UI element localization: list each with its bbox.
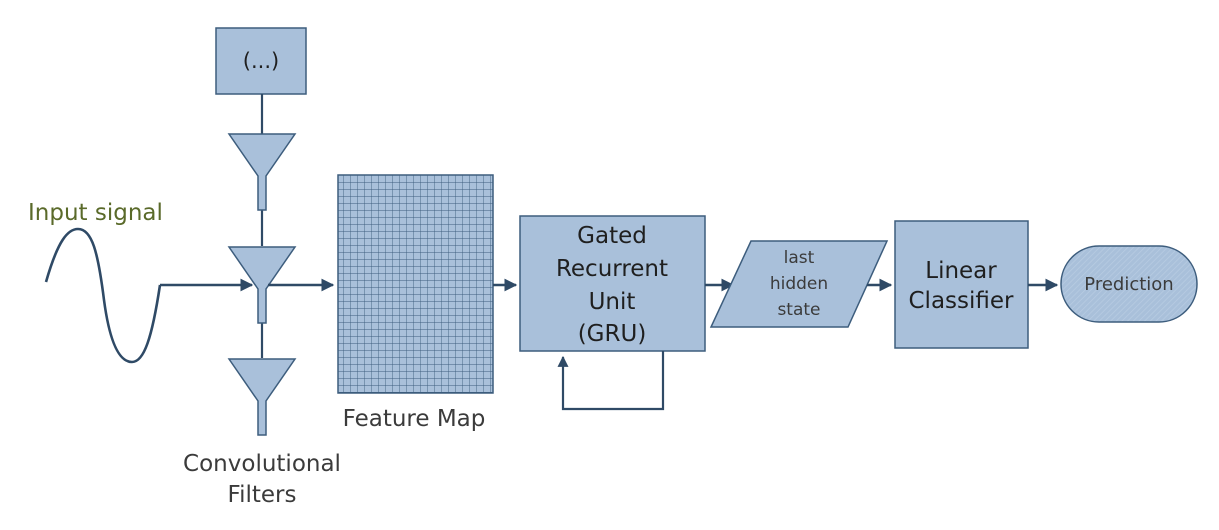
prediction-label: Prediction [1084,274,1173,295]
hidden-label-line1: last [784,248,815,268]
gru-recurrent-loop-arrow [557,351,665,411]
hidden-label-line3: state [777,300,820,320]
classifier-label-line1: Linear [925,258,997,284]
filter-funnel-icon-2 [227,246,297,324]
gru-box [519,215,706,352]
gru-label-line3: Unit [589,289,636,315]
feature-map-grid [337,174,494,394]
gru-label-line1: Gated [577,223,647,249]
filters-label-line2: Filters [228,482,297,508]
filter-funnel-icon-3 [227,358,297,436]
feature-map-label: Feature Map [343,406,486,432]
input-signal-wave [44,227,162,364]
gru-label-line2: Recurrent [556,256,668,282]
gru-label-line4: (GRU) [578,321,647,347]
hidden-state-parallelogram [709,240,889,328]
hidden-label-line2: hidden [770,274,828,294]
ellipsis-text: (...) [243,49,279,73]
prediction-terminator [1060,245,1198,323]
filter-funnel-icon-1 [227,133,297,211]
input-signal-label: Input signal [28,200,163,226]
linear-classifier-box [894,220,1029,349]
classifier-label-line2: Classifier [909,288,1015,314]
filters-label-line1: Convolutional [183,451,341,477]
